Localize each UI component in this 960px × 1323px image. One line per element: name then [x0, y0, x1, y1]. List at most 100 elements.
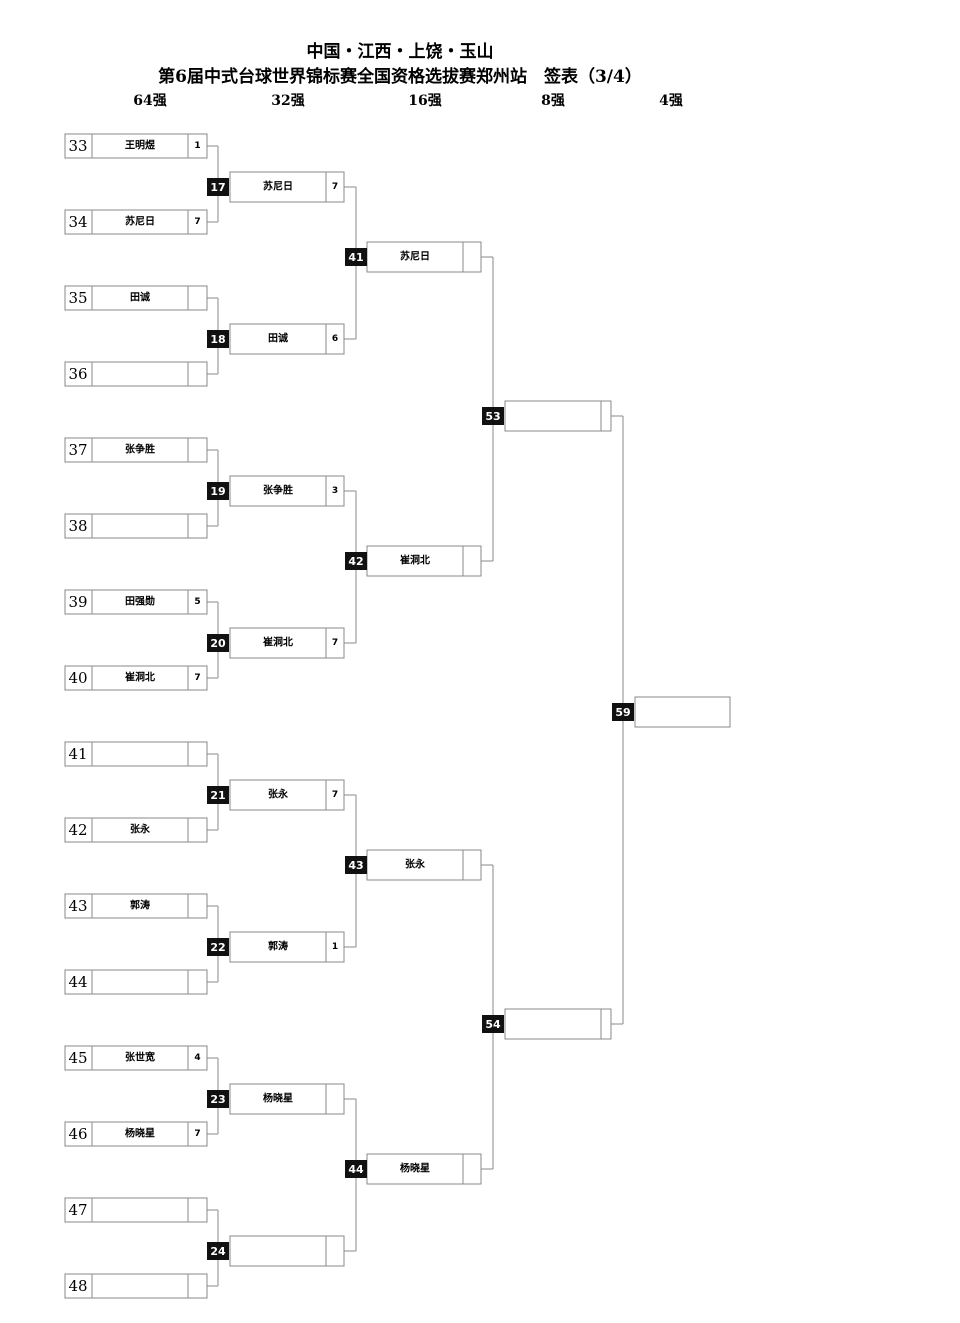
match-number-tag [612, 703, 634, 721]
player-slot [64, 1273, 208, 1299]
player-score: 7 [194, 1129, 200, 1139]
player-name: 郭涛 [130, 899, 150, 912]
seed-number: 42 [68, 821, 87, 839]
page-subtitle: 第6届中式台球世界锦标赛全国资格选拔赛郑州站 签表（3/4） [158, 67, 642, 87]
match-number-tag [207, 330, 229, 348]
match-box [229, 1235, 345, 1267]
match-number: 23 [210, 1093, 225, 1106]
player-slot [64, 285, 208, 311]
match-box [229, 475, 345, 507]
player-slot [64, 133, 208, 159]
winner-name: 张永 [268, 788, 289, 801]
round-label-8: 8强 [541, 93, 565, 109]
match-score: 7 [332, 790, 338, 800]
winner-name: 杨晓星 [263, 1092, 293, 1105]
match-box [229, 323, 345, 355]
match-box [504, 1008, 612, 1040]
match-number-tag [345, 552, 367, 570]
player-name: 张永 [130, 823, 151, 836]
winner-name: 崔洞北 [262, 636, 293, 649]
player-name: 张世宽 [125, 1051, 155, 1064]
match-number: 19 [210, 485, 225, 498]
match-number: 42 [348, 555, 363, 568]
match-number: 59 [615, 706, 630, 719]
round-label-32: 32强 [271, 93, 305, 109]
match-score: 7 [332, 638, 338, 648]
match-number-tag [345, 856, 367, 874]
match-number-tag [345, 1160, 367, 1178]
match-box [366, 1153, 482, 1185]
seed-number: 33 [68, 137, 87, 155]
player-score: 5 [194, 597, 200, 607]
winner-name: 杨晓星 [400, 1162, 430, 1175]
match-number-tag [207, 482, 229, 500]
round-label-4: 4强 [659, 93, 683, 109]
winner-name: 崔洞北 [399, 554, 430, 567]
match-box [229, 779, 345, 811]
player-name: 杨晓星 [125, 1127, 155, 1140]
match-number-tag [207, 1090, 229, 1108]
seed-number: 34 [68, 213, 87, 231]
player-score: 4 [194, 1053, 200, 1063]
match-number-tag [207, 938, 229, 956]
winner-name: 苏尼日 [400, 250, 430, 263]
match-score: 1 [332, 942, 338, 952]
seed-number: 43 [68, 897, 87, 915]
player-score: 1 [194, 141, 200, 151]
player-slot [64, 1197, 208, 1223]
match-score: 3 [332, 486, 338, 496]
seed-number: 44 [68, 973, 87, 991]
player-score: 7 [194, 673, 200, 683]
player-slot [64, 741, 208, 767]
player-slot [64, 893, 208, 919]
match-box [229, 931, 345, 963]
match-box [634, 696, 731, 728]
player-slot [64, 1121, 208, 1147]
player-slot [64, 817, 208, 843]
match-number-tag [207, 634, 229, 652]
page-title: 中国・江西・上饶・玉山 [306, 42, 494, 62]
match-score: 7 [332, 182, 338, 192]
seed-number: 48 [68, 1277, 87, 1295]
player-name: 王明煜 [125, 139, 155, 152]
round-label-16: 16强 [408, 93, 442, 109]
match-number: 17 [210, 181, 225, 194]
player-slot [64, 665, 208, 691]
player-name: 崔洞北 [124, 671, 155, 684]
seed-number: 35 [68, 289, 87, 307]
player-name: 田强勋 [125, 595, 155, 608]
seed-number: 41 [68, 745, 87, 763]
player-slot [64, 437, 208, 463]
match-number-tag [482, 407, 504, 425]
player-slot [64, 361, 208, 387]
player-name: 苏尼日 [125, 215, 155, 228]
player-slot [64, 969, 208, 995]
match-number: 21 [210, 789, 225, 802]
player-name: 张争胜 [125, 443, 155, 456]
match-number: 22 [210, 941, 225, 954]
player-score: 7 [194, 217, 200, 227]
match-number: 44 [348, 1163, 364, 1176]
winner-name: 苏尼日 [263, 180, 293, 193]
seed-number: 47 [68, 1201, 87, 1219]
match-number: 54 [485, 1018, 501, 1031]
winner-name: 张永 [405, 858, 426, 871]
match-number-tag [345, 248, 367, 266]
round-label-64: 64强 [133, 93, 167, 109]
match-score: 6 [332, 334, 338, 344]
match-number: 43 [348, 859, 363, 872]
seed-number: 39 [68, 593, 87, 611]
winner-name: 张争胜 [263, 484, 293, 497]
player-slot [64, 589, 208, 615]
match-number: 41 [348, 251, 363, 264]
player-slot [64, 1045, 208, 1071]
seed-number: 36 [68, 365, 87, 383]
match-number: 53 [485, 410, 500, 423]
seed-number: 45 [68, 1049, 87, 1067]
match-number-tag [207, 786, 229, 804]
seed-number: 38 [68, 517, 87, 535]
seed-number: 37 [68, 441, 87, 459]
winner-name: 郭涛 [268, 940, 288, 953]
match-number: 20 [210, 637, 226, 650]
